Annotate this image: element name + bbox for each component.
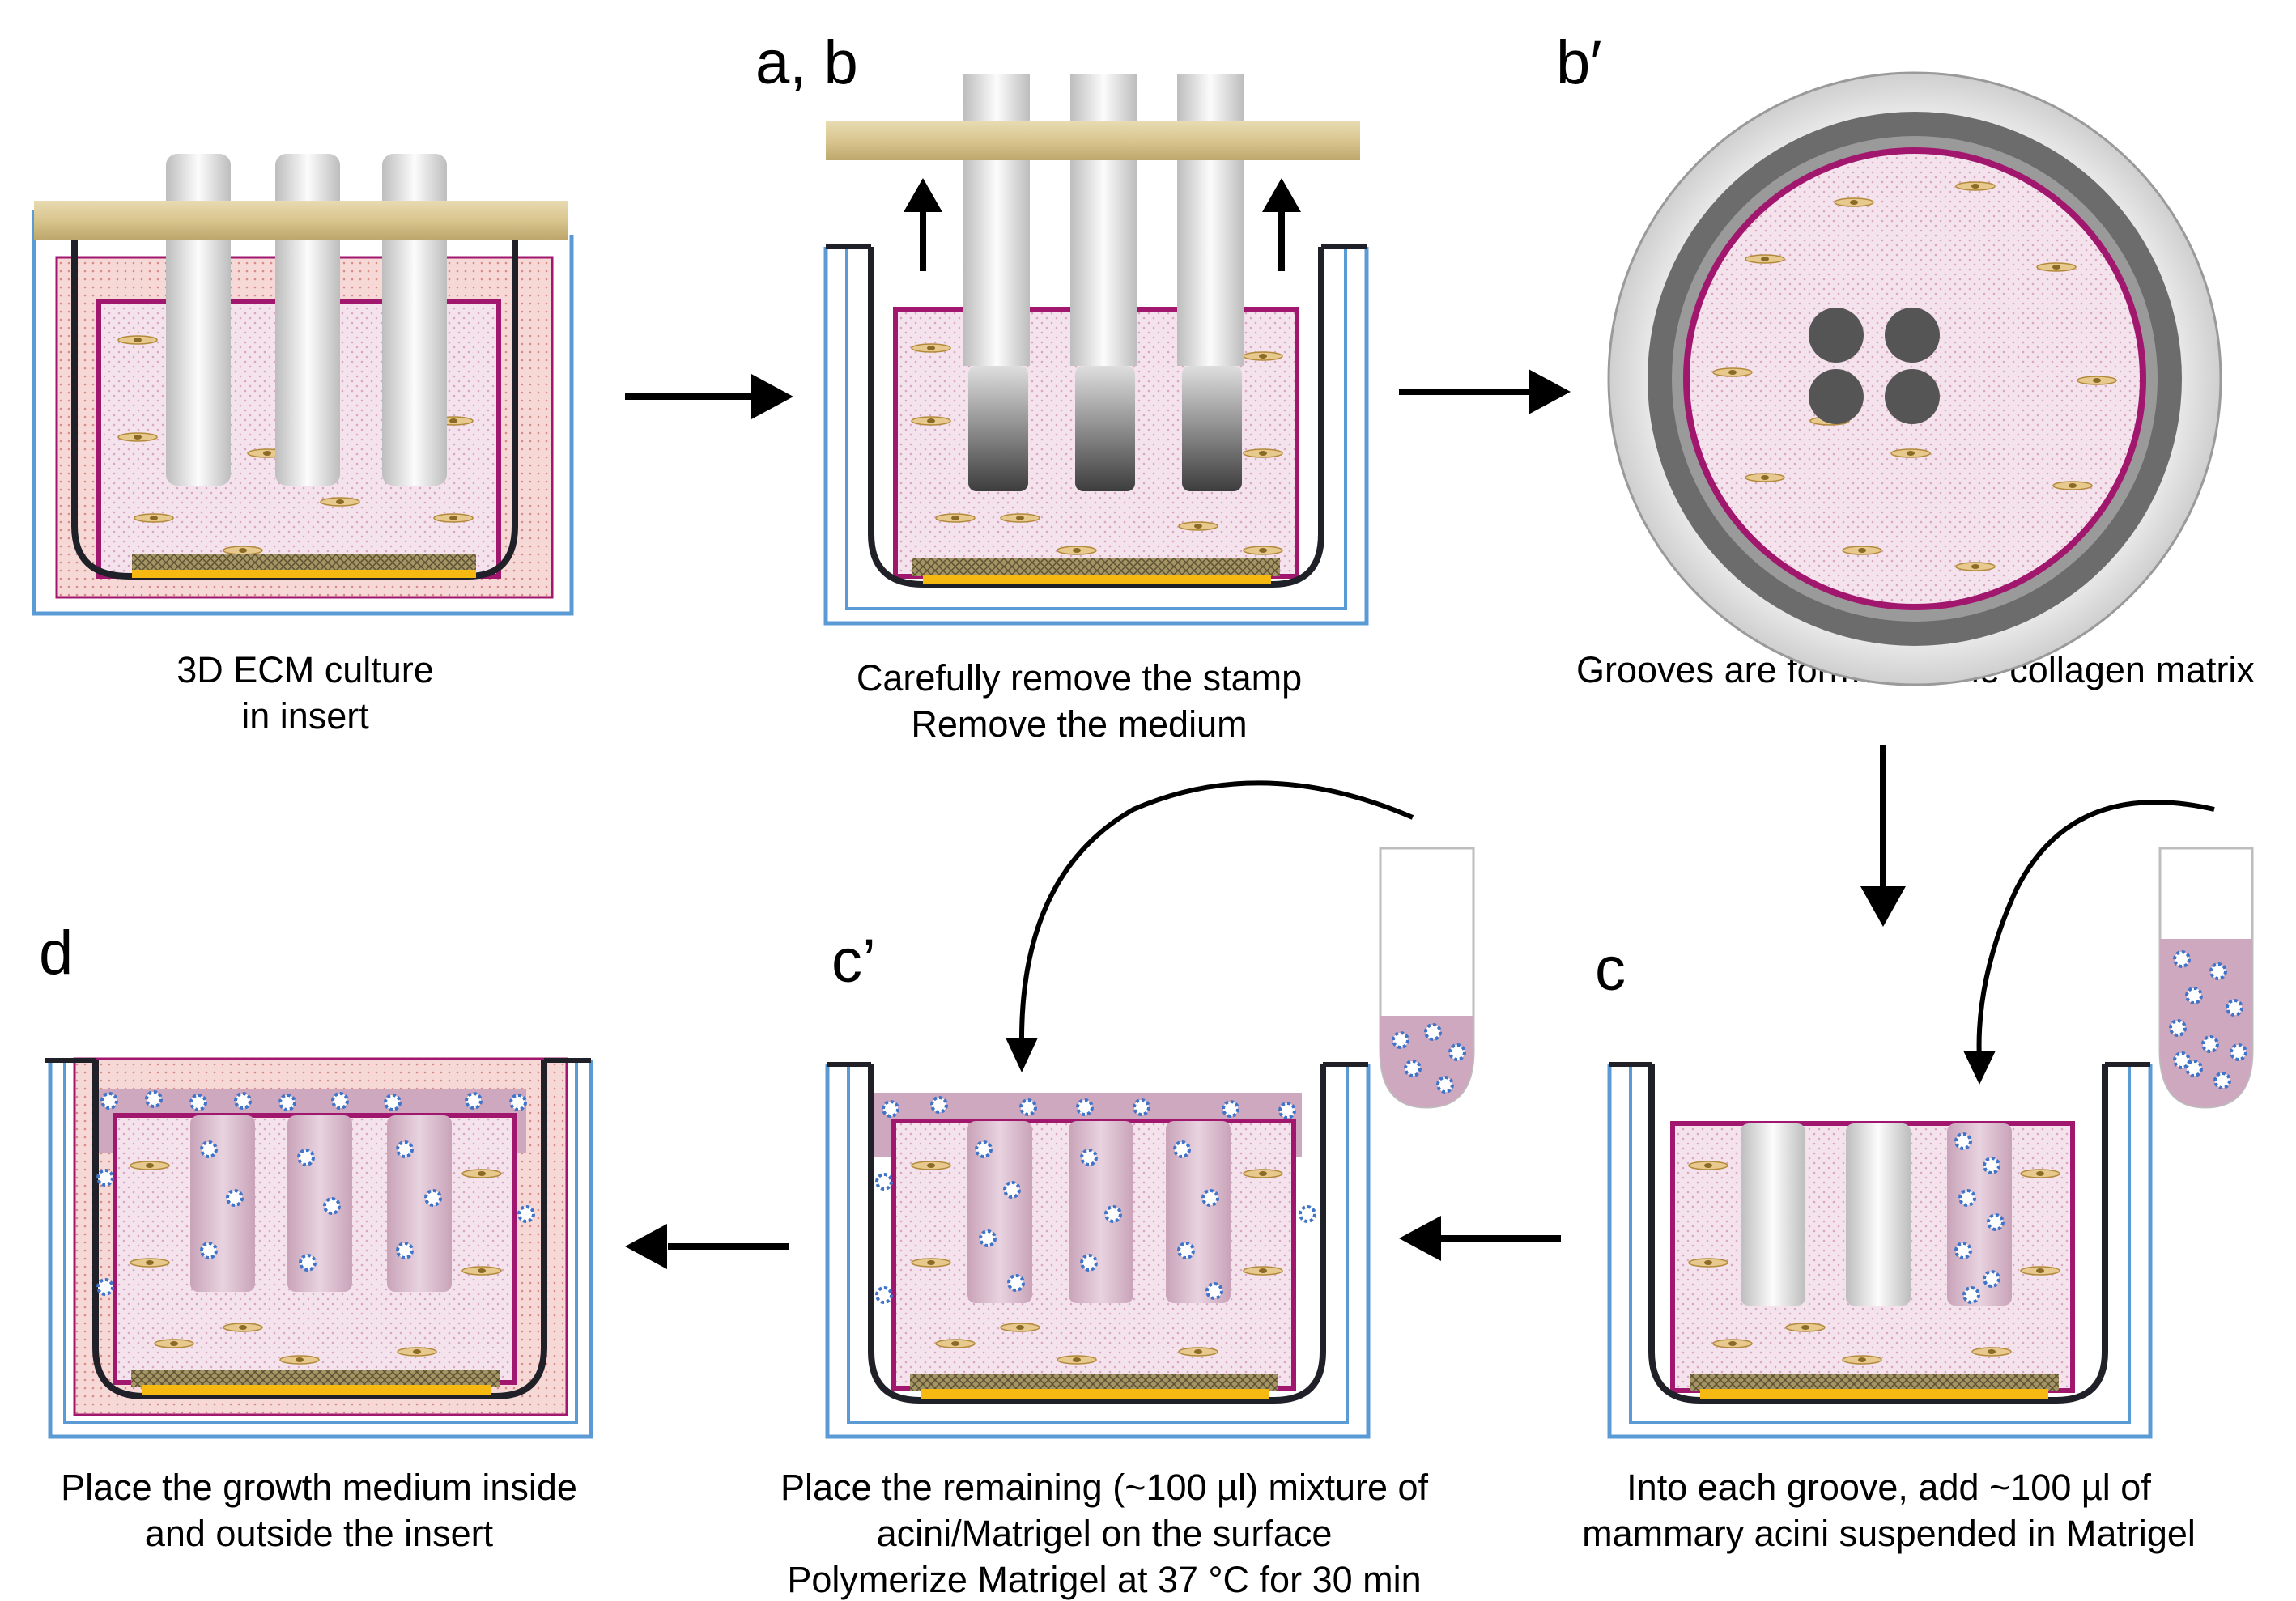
caption-c-2: mammary acini suspended in Matrigel (1582, 1513, 2196, 1554)
filled-groove (387, 1115, 452, 1292)
filled-groove (967, 1121, 1032, 1303)
transfer-arrow-head (1006, 1038, 1038, 1072)
arrow-up-head (904, 178, 942, 212)
panel-label-bprime: b′ (1556, 28, 1602, 97)
arrow-left-1 (1399, 1216, 1561, 1261)
panel-ab (823, 74, 1369, 626)
filled-groove (190, 1115, 255, 1292)
transfer-arrow-head (1963, 1051, 1996, 1085)
stamp-bar (34, 201, 568, 240)
membrane (1690, 1374, 2059, 1391)
membrane-base (132, 570, 476, 578)
membrane-base (921, 1389, 1269, 1399)
membrane-base (923, 575, 1271, 584)
filled-groove (287, 1115, 352, 1292)
transfer-arrow (1976, 800, 2215, 1061)
arrow-right-2 (1399, 369, 1571, 414)
stamp-pin-wet (1075, 366, 1135, 491)
panel-label-d: d (39, 919, 73, 987)
arrow-right-1 (625, 374, 793, 419)
panel-d (45, 1057, 593, 1439)
caption-cprime-2: acini/Matrigel on the surface (877, 1513, 1333, 1554)
well-wall-inner (63, 1060, 578, 1424)
caption-ab-2: Remove the medium (911, 703, 1247, 745)
membrane (132, 554, 476, 572)
well-wall (825, 1064, 1371, 1439)
caption-start-2: in insert (241, 695, 369, 737)
caption-c-1: Into each groove, add ~100 µl of (1626, 1467, 2151, 1508)
caption-start-1: 3D ECM culture (176, 649, 434, 690)
empty-groove (1846, 1123, 1911, 1306)
stamp-pin-wet (968, 366, 1028, 491)
well-wall-inner (1629, 1064, 2131, 1424)
panel-label-cprime: c’ (831, 927, 876, 996)
transfer-arrow (1018, 780, 1414, 1045)
well-wall (1607, 1064, 2153, 1439)
filled-groove (1069, 1121, 1133, 1303)
membrane (131, 1370, 500, 1387)
panel-c (1607, 800, 2254, 1439)
caption-ab-1: Carefully remove the stamp (857, 657, 1302, 699)
groove (1885, 308, 1940, 363)
panel-start (32, 154, 574, 616)
well-wall (823, 247, 1369, 626)
arrow-down (1860, 745, 1906, 927)
well-wall-inner (845, 247, 1347, 610)
groove (1809, 369, 1864, 424)
insert-wall (868, 1064, 1326, 1404)
panel-label-ab: a, b (755, 28, 858, 97)
panel-cprime (825, 780, 1475, 1439)
caption-d-1: Place the growth medium inside (61, 1467, 577, 1508)
stamp-pin (1070, 74, 1137, 366)
arrow-up-head (1262, 178, 1301, 212)
stamp-pin-wet (1182, 366, 1242, 491)
groove (1809, 308, 1864, 363)
membrane (910, 1374, 1278, 1391)
panel-bprime (1607, 71, 2222, 686)
well-wall (32, 210, 574, 616)
membrane (912, 558, 1280, 576)
arrow-left-2 (625, 1224, 789, 1269)
caption-d-2: and outside the insert (145, 1513, 494, 1554)
well-wall (48, 1060, 593, 1439)
insert-wall (1648, 1064, 2108, 1404)
stamp-pin (963, 74, 1030, 366)
filled-groove (1947, 1123, 2012, 1306)
insert-wall (92, 1060, 547, 1399)
well-wall-inner (847, 1064, 1349, 1424)
groove (1885, 369, 1940, 424)
membrane-base (142, 1385, 491, 1395)
membrane-base (1700, 1389, 2048, 1399)
empty-groove (1741, 1123, 1805, 1306)
panel-label-c: c (1595, 935, 1626, 1004)
stamp-pin (1177, 74, 1244, 366)
stamp-bar (826, 121, 1360, 160)
filled-groove (1166, 1121, 1231, 1303)
caption-cprime-1: Place the remaining (~100 µl) mixture of (780, 1467, 1429, 1508)
caption-cprime-3: Polymerize Matrigel at 37 °C for 30 min (787, 1559, 1421, 1600)
